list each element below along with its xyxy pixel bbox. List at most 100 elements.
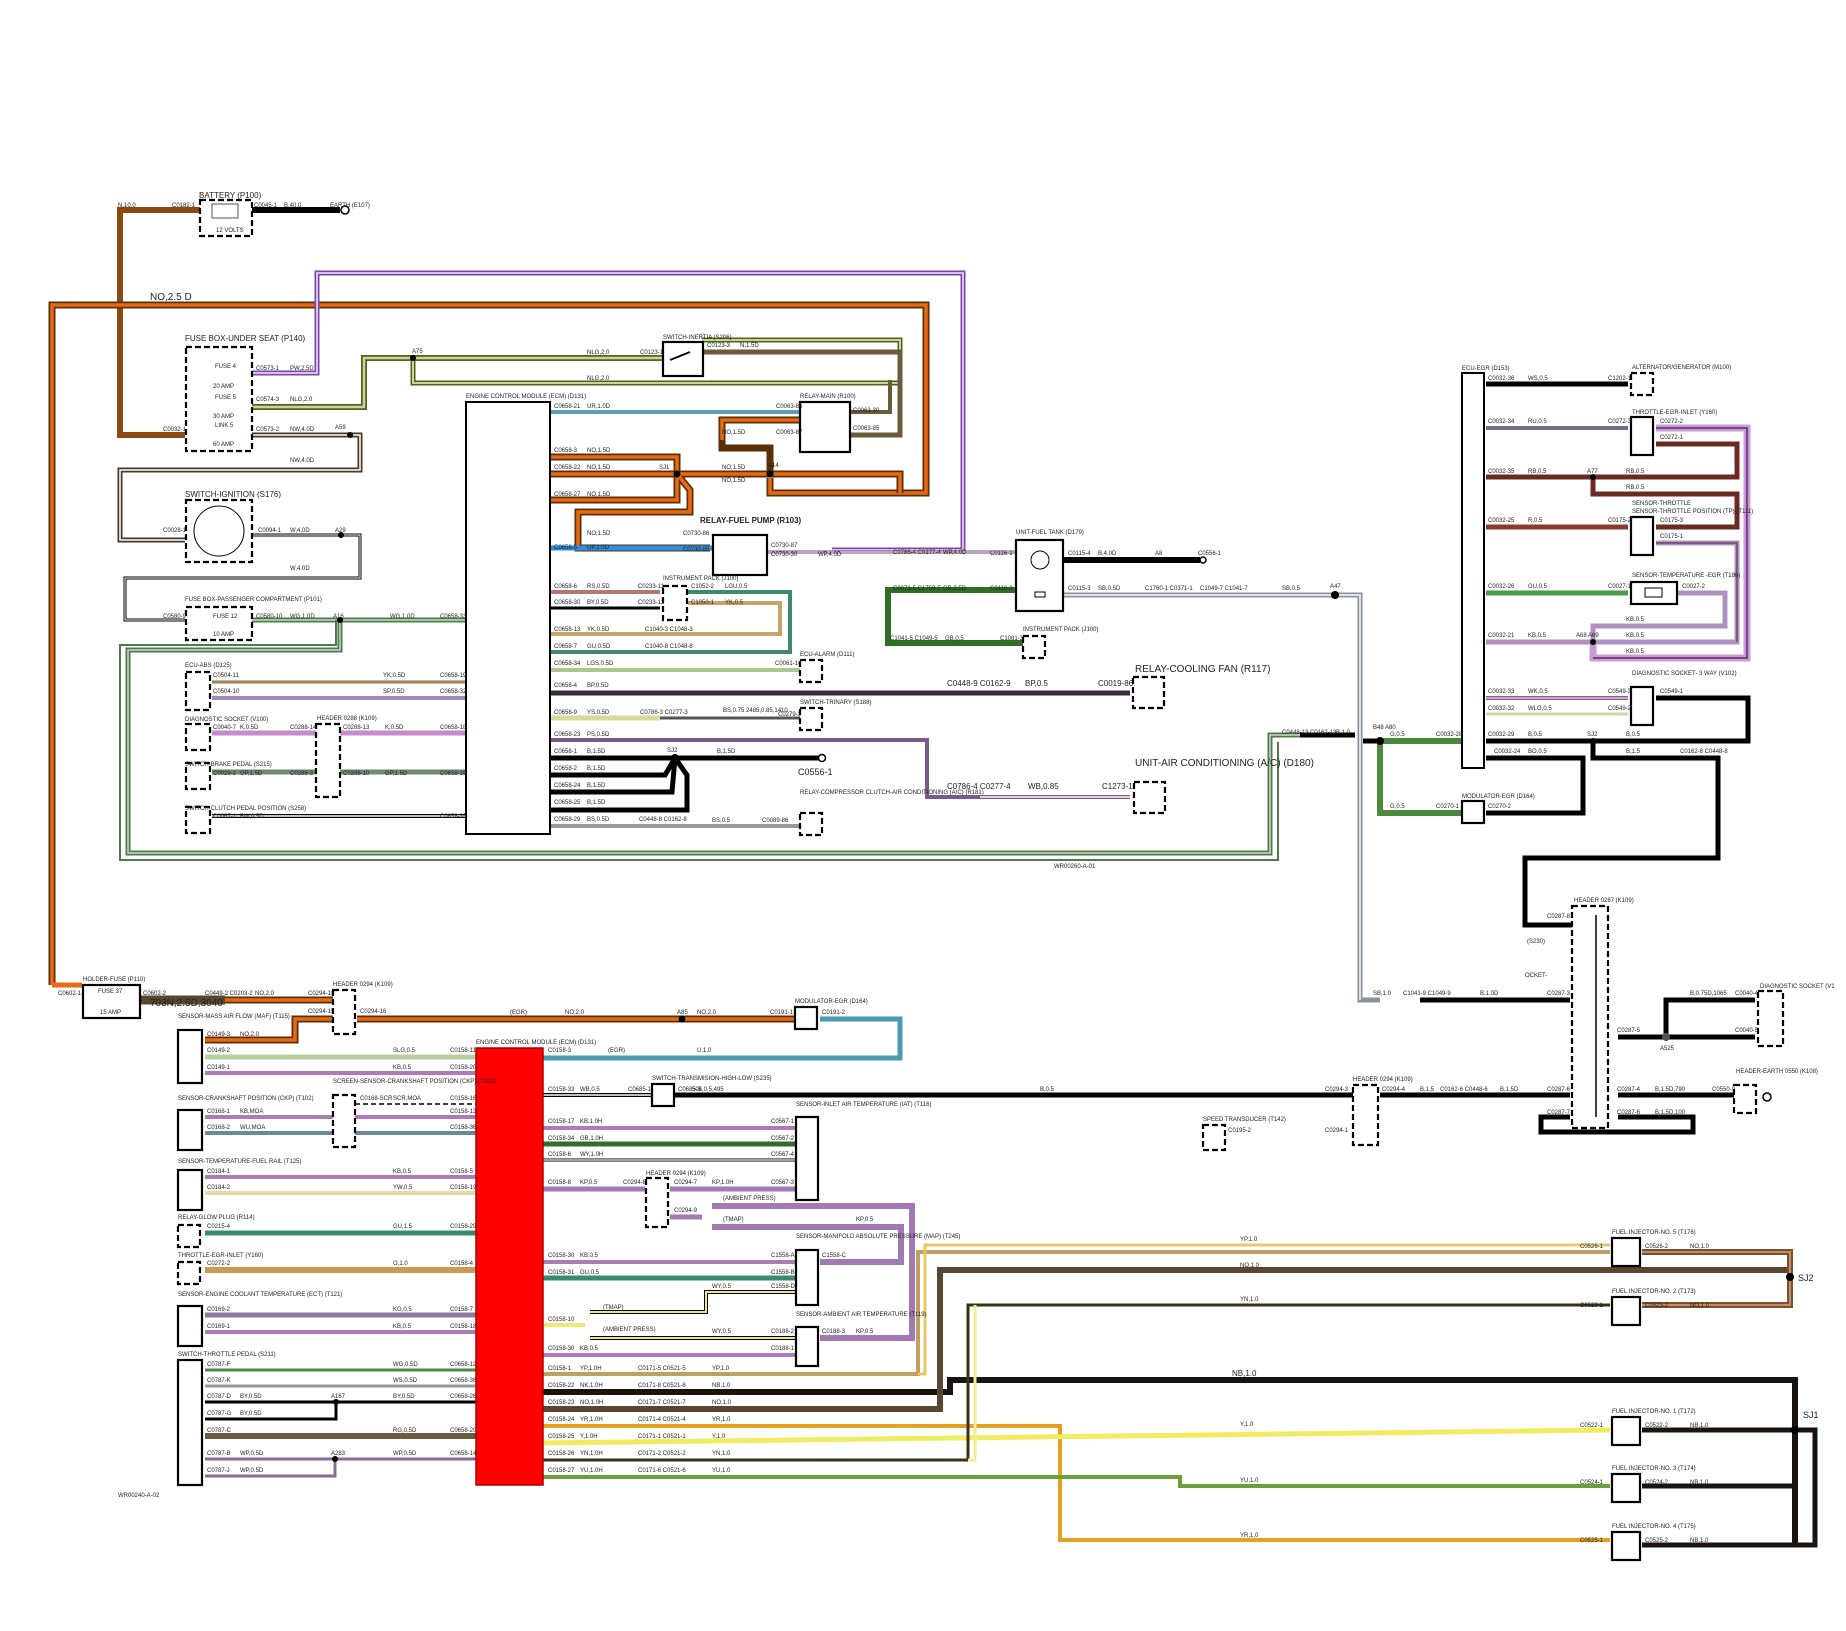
wire-label: C0032-25 [1488, 518, 1515, 524]
wire-label: UP,1.0D [587, 545, 610, 551]
injector-2-box[interactable] [1610, 1295, 1642, 1327]
wire-u-modulator[interactable] [543, 1016, 903, 1061]
wire-wp-pedal[interactable] [205, 1457, 476, 1478]
wire-b-header-loop[interactable] [1538, 1114, 1696, 1135]
wire-label: C0168-2 [207, 1125, 231, 1131]
diag-socket-v100-box[interactable] [184, 722, 212, 752]
sensor-fuel-rail-box[interactable] [176, 1168, 204, 1212]
wire-no-sj2[interactable] [543, 1267, 1790, 1412]
wire-by-pedal[interactable] [205, 1400, 476, 1421]
wire-label: GU,0.5 [1528, 584, 1548, 590]
wire-b-splices[interactable] [550, 756, 690, 813]
sensor-ambient-box[interactable] [794, 1325, 820, 1368]
instrument-pack-box-1[interactable] [661, 584, 689, 622]
relay-cooling-fan-box[interactable] [1131, 675, 1166, 710]
wire-label: YN,1.0 [712, 1451, 731, 1457]
wire-yu-inj3[interactable] [543, 1475, 1610, 1488]
throttle-egr-inlet-lower-box[interactable] [176, 1260, 202, 1286]
fusebox-under-seat[interactable] [184, 345, 254, 453]
switch-transmission-box[interactable] [650, 1082, 676, 1108]
sensor-maf-box[interactable] [176, 1028, 204, 1085]
ecm-lower-body[interactable] [475, 1047, 544, 1486]
ecm-upper-body[interactable] [465, 401, 551, 835]
sensor-iat-box[interactable] [794, 1115, 820, 1202]
wire-label: C0448-13 C0162-13 [1282, 730, 1337, 736]
injector-3-box[interactable] [1610, 1472, 1642, 1504]
wire-yk-ip[interactable] [550, 601, 782, 636]
junctions [332, 355, 1799, 1462]
diag-socket-v1-box[interactable] [1756, 989, 1785, 1048]
ecm-lower-title: ENGINE CONTROL MODULE (ECM) (D131) [476, 1040, 596, 1046]
relay-compressor-box[interactable] [798, 811, 824, 837]
wire-gb-sender[interactable] [885, 587, 1025, 646]
wire-y-inj1[interactable] [542, 1427, 1611, 1446]
wire-label: Y,1.0 [712, 1434, 726, 1440]
modulator-egr-lower-box[interactable] [793, 1005, 819, 1031]
wire-g-feed[interactable] [1377, 738, 1463, 816]
injector-5-box[interactable] [1610, 1236, 1642, 1268]
wire-gu-ip[interactable] [550, 590, 792, 654]
ecu-egr-body[interactable] [1461, 372, 1485, 769]
speed-transducer-box[interactable] [1201, 1123, 1227, 1152]
throttle-egr-inlet-box[interactable] [1629, 415, 1655, 457]
switch-inertia-box[interactable] [661, 340, 705, 378]
switch-trinary-box[interactable] [798, 706, 824, 732]
wire-nb-inj1-return[interactable] [1642, 1427, 1818, 1548]
fusebox-passenger-title: FUSE BOX-PASSENGER COMPARTMENT (P101) [185, 597, 322, 603]
header-earth-box[interactable] [1732, 1083, 1758, 1115]
instrument-pack-box-2[interactable] [1021, 634, 1047, 660]
wire-yn-inj2[interactable] [543, 1303, 1610, 1462]
injector-1-box[interactable] [1610, 1415, 1642, 1447]
wire-nb-sj1[interactable] [543, 1377, 1798, 1545]
wire-wg-return-loop[interactable] [125, 620, 1340, 856]
header-0294-right-box[interactable] [1351, 1083, 1380, 1147]
wire-yr-inj4[interactable] [543, 1424, 1610, 1542]
header-0287-box[interactable] [1570, 904, 1610, 1130]
switch-brake-box[interactable] [184, 761, 212, 791]
wire-kp-ambient-loop[interactable] [712, 1203, 915, 1341]
ecu-alarm-box[interactable] [798, 658, 824, 684]
switch-throttle-pedal-box[interactable] [176, 1358, 204, 1487]
wire-battery-feed[interactable] [117, 210, 185, 438]
injector-1-title: FUEL INJECTOR-NO. 1 (T172) [1612, 1409, 1696, 1415]
wire-label: FUSE 4 [215, 364, 237, 370]
fusebox-passenger[interactable] [184, 605, 254, 642]
header-0294-mid-box[interactable] [644, 1176, 670, 1229]
relay-fuel-pump-box[interactable] [711, 533, 769, 577]
header-0288-box[interactable] [314, 722, 342, 799]
wire-bo-modulator[interactable] [1486, 755, 1586, 816]
ecu-abs-box[interactable] [184, 670, 212, 712]
wire-group-no-ecm[interactable] [550, 416, 904, 552]
holder-fuse-box[interactable] [81, 983, 142, 1020]
sensor-map-box[interactable] [794, 1248, 820, 1307]
modulator-egr-upper-box[interactable] [1460, 799, 1486, 825]
injector-4-box[interactable] [1610, 1530, 1642, 1562]
wire-label: C0158-23 [548, 1400, 575, 1406]
wire-kb-egr-temp[interactable] [1590, 590, 1728, 642]
wire-kp-tmap-loop[interactable] [712, 1224, 904, 1265]
screen-ckp-box[interactable] [331, 1093, 357, 1149]
sensor-ckp-box[interactable] [176, 1108, 204, 1152]
diag-socket-3way-box[interactable] [1629, 685, 1655, 727]
wire-b-diag-socket[interactable] [1618, 997, 1755, 1040]
wire-nlg-loop[interactable] [410, 337, 903, 386]
wire-b-diag3[interactable] [1486, 695, 1751, 744]
splice-sj1-label: SJ1 [1803, 1410, 1819, 1420]
unit-air-conditioning-box[interactable] [1132, 780, 1167, 815]
wire-rb-loop[interactable] [1590, 477, 1740, 530]
wire-no-inj5-return[interactable] [1642, 1249, 1793, 1308]
header-0288-title: HEADER 0288 (K109) [317, 716, 377, 722]
wire-label: C0787-C [207, 1428, 232, 1434]
wire-rb-a77[interactable] [1486, 441, 1740, 480]
sensor-ect-box[interactable] [176, 1304, 204, 1348]
wire-label: NO,2.0 [565, 1010, 585, 1016]
wire-yp-inj5[interactable] [543, 1250, 1610, 1376]
sensor-tp-box[interactable] [1629, 515, 1655, 557]
relay-main-box[interactable] [798, 400, 852, 454]
alternator-box[interactable] [1629, 371, 1655, 397]
relay-glow-plug-box[interactable] [176, 1223, 202, 1249]
wire-n-inertia-relay[interactable] [702, 349, 903, 438]
header-0294-top-box[interactable] [331, 988, 357, 1036]
wire-wg-outer-loop[interactable] [119, 620, 1279, 861]
switch-clutch-box[interactable] [184, 805, 212, 835]
